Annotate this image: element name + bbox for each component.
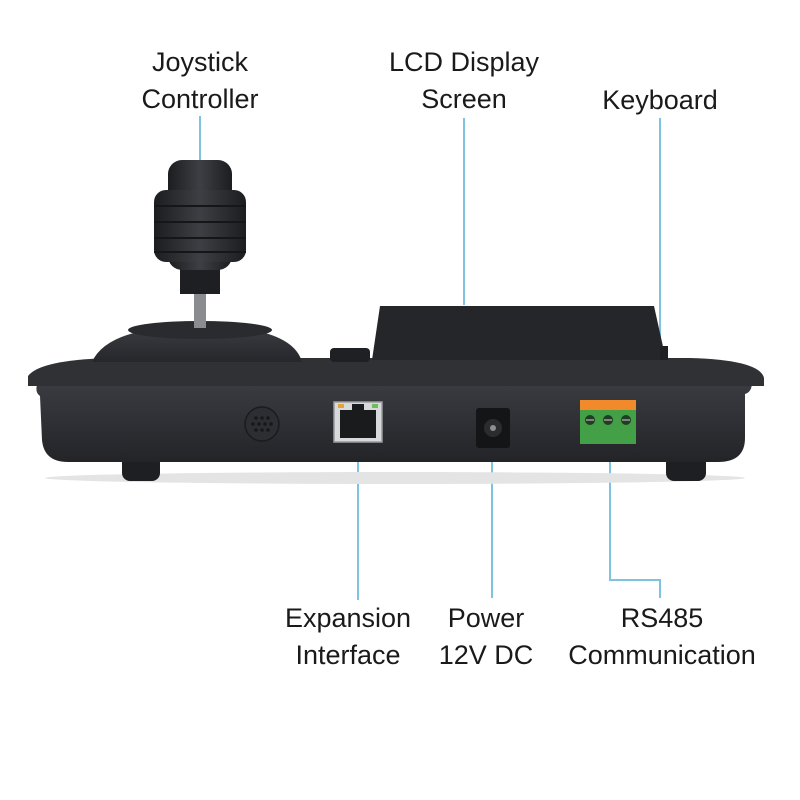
rj45-expansion-port bbox=[333, 401, 383, 443]
joystick-knob bbox=[154, 160, 246, 294]
power-label-line1: Power bbox=[447, 603, 525, 633]
power-label-line2: 12V DC bbox=[438, 640, 534, 670]
controller-body bbox=[36, 382, 752, 462]
rs485-label-line1: RS485 bbox=[620, 603, 704, 633]
ptz-keyboard-controller bbox=[28, 160, 764, 484]
lcd-display-screen-label: LCD Display Screen bbox=[364, 44, 564, 118]
joystick-label-line2: Controller bbox=[141, 84, 259, 114]
rs485-terminal-block bbox=[580, 400, 636, 444]
lcd-label-line2: Screen bbox=[421, 84, 507, 114]
dc-power-jack bbox=[476, 408, 510, 448]
leader-lines bbox=[199, 116, 661, 600]
expansion-label-line1: Expansion bbox=[284, 603, 412, 633]
top-deck bbox=[28, 358, 764, 386]
expansion-interface-label: Expansion Interface bbox=[266, 600, 430, 674]
keyboard-label-line1: Keyboard bbox=[602, 85, 718, 115]
side-key bbox=[330, 348, 370, 362]
rs485-label-line2: Communication bbox=[568, 640, 756, 670]
rs485-communication-label: RS485 Communication bbox=[548, 600, 776, 674]
rs485-leader-line bbox=[609, 446, 661, 598]
power-12v-dc-label: Power 12V DC bbox=[428, 600, 544, 674]
keyboard-label: Keyboard bbox=[580, 82, 740, 119]
lcd-label-line1: LCD Display bbox=[388, 47, 540, 77]
joystick-shaft bbox=[194, 290, 206, 328]
expansion-label-line2: Interface bbox=[295, 640, 401, 670]
joystick-controller-label: Joystick Controller bbox=[120, 44, 280, 118]
joystick-label-line1: Joystick bbox=[151, 47, 249, 77]
speaker-grille bbox=[244, 406, 280, 442]
lcd-display-housing bbox=[372, 306, 666, 360]
